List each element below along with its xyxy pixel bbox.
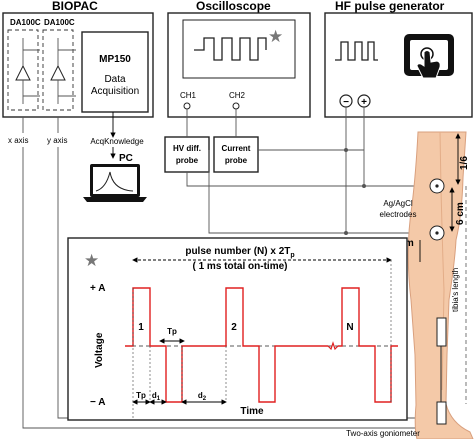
tp-mid-label: Tp (167, 327, 177, 336)
pulse-n-label: N (346, 322, 353, 333)
amp2-label: DA100C (44, 18, 75, 27)
ch2-label: CH2 (229, 91, 246, 100)
oscilloscope: Oscilloscope ★ CH1 CH2 (167, 0, 311, 118)
wiring: x axis y axis (8, 107, 437, 429)
probes: HV diff. probe Current probe (164, 136, 259, 173)
pc-label: PC (119, 153, 133, 164)
current-probe (213, 136, 259, 173)
pulse-1-label: 1 (138, 322, 144, 333)
time-label: Time (240, 406, 264, 417)
amp1-module (7, 29, 39, 111)
voltage-label: Voltage (94, 332, 105, 368)
tibia-line (439, 131, 445, 391)
x-axis-wire (22, 117, 417, 429)
ch1-port (183, 102, 191, 110)
pulse-plot: ★ pulse number (N) x 2Tp ( 1 ms total on… (67, 237, 408, 421)
junction-dot-2 (362, 184, 366, 188)
data-label: Data (104, 74, 126, 85)
goniometer-upper (436, 317, 447, 347)
electrodes-label-1: Ag/AgCl (383, 199, 413, 208)
mp150-label: MP150 (99, 54, 131, 65)
plot-star-icon: ★ (84, 251, 99, 270)
generator-title: HF pulse generator (335, 0, 445, 13)
hv-diff-probe (164, 136, 210, 173)
hv-probe-label-2: probe (176, 156, 199, 165)
hv-to-leg-wire (186, 172, 437, 187)
oscilloscope-screen (182, 19, 296, 79)
lower-electrode-dot (435, 231, 439, 235)
amp1-label: DA100C (10, 18, 41, 27)
laptop-base (83, 197, 147, 202)
acqknowledge-label: AcqKnowledge (90, 137, 144, 146)
mp150-box (81, 31, 149, 113)
minus-a-label: − A (90, 397, 105, 408)
biopac-title: BIOPAC (52, 0, 98, 13)
current-probe-label-1: Current (222, 144, 251, 153)
break-mark (327, 341, 339, 351)
star-icon: ★ (268, 27, 283, 46)
pulse-number-label: pulse number (N) x 2Tp (185, 246, 294, 259)
scope-waveform (194, 37, 267, 61)
generator-waveform (335, 41, 378, 61)
hand-icon (416, 50, 441, 79)
goniometer-label: Two-axis goniometer (346, 429, 420, 438)
amp-wiring (22, 38, 76, 104)
ch1-label: CH1 (180, 91, 197, 100)
hv-to-lower-electrode-wire (208, 150, 437, 234)
ch2-port (232, 102, 240, 110)
tibia-length-label: tibia's length (451, 268, 460, 312)
amp2-module (42, 29, 74, 111)
electrodes-label-2: electrodes (380, 210, 417, 219)
acquisition-label: Acquisition (91, 86, 139, 97)
on-time-label: ( 1 ms total on-time) (192, 261, 287, 272)
hv-probe-label-1: HV diff. (173, 144, 201, 153)
current-probe-label-2: probe (225, 156, 248, 165)
y-axis-label: y axis (47, 136, 67, 145)
goniometer-lower (436, 401, 447, 425)
sixth-label: 1/6 (459, 156, 470, 170)
plot-frame (67, 237, 408, 421)
d1-label: d1 (152, 391, 161, 402)
leg-shape (407, 131, 474, 439)
pulse-2-label: 2 (231, 322, 237, 333)
six-cm-label: 6 cm (455, 202, 466, 225)
pc: AcqKnowledge PC (83, 112, 147, 202)
laptop-curve (95, 171, 134, 192)
oscilloscope-title: Oscilloscope (196, 0, 271, 13)
minus-label: − (343, 97, 349, 108)
junction-dot-1 (344, 231, 348, 235)
tp-low-label: Tp (136, 391, 146, 400)
hf-pulse-generator: HF pulse generator − + (324, 0, 473, 118)
biopac-system: BIOPAC DA100C DA100C MP150 Data Acquisit… (2, 0, 154, 118)
plus-a-label: + A (90, 283, 105, 294)
x-axis-label: x axis (8, 136, 28, 145)
junction-dot-3 (344, 148, 348, 152)
pulse-train (125, 287, 328, 403)
plus-label: + (361, 97, 367, 108)
upper-electrode-dot (435, 184, 439, 188)
d2-label: d2 (198, 391, 207, 402)
